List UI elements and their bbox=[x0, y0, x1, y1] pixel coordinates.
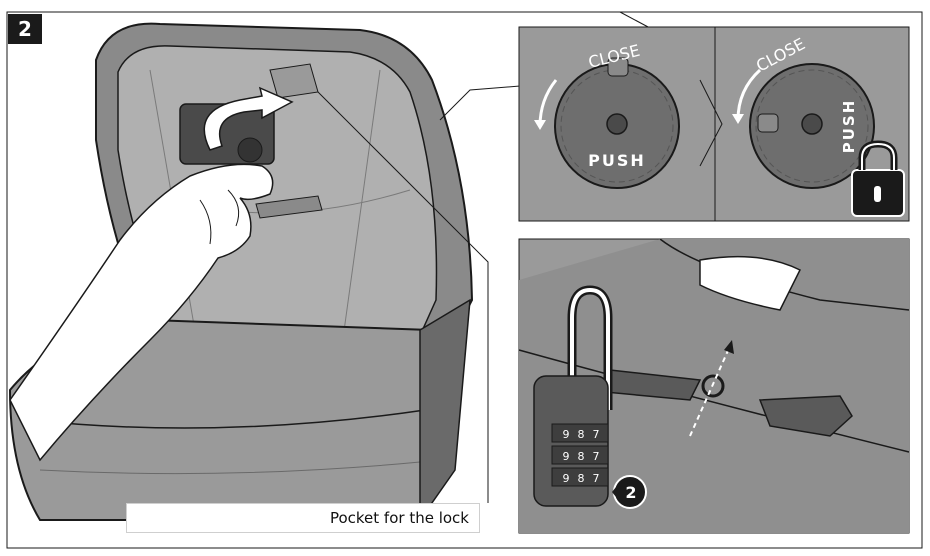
padlock-digit-1: 9 bbox=[563, 428, 570, 441]
dial-right-push-label: PUSH bbox=[840, 99, 858, 154]
padlock-icon bbox=[851, 140, 905, 217]
dial-panel: CLOSE PUSH CLOSE PUSH bbox=[518, 26, 910, 222]
padlock-digit-9: 7 bbox=[593, 472, 600, 485]
step-number-badge: 2 bbox=[8, 14, 42, 44]
dial-right-screw bbox=[801, 113, 823, 135]
padlock-digit-6: 7 bbox=[593, 450, 600, 463]
padlock-digit-2: 8 bbox=[578, 428, 585, 441]
padlock-digit-5: 8 bbox=[578, 450, 585, 463]
lock-step-badge-number: 2 bbox=[625, 483, 636, 502]
dial-left-push-label: PUSH bbox=[588, 151, 646, 170]
dial-left-screw bbox=[606, 113, 628, 135]
padlock-digit-7: 9 bbox=[563, 472, 570, 485]
padlock-digit-3: 7 bbox=[593, 428, 600, 441]
padlock-digit-8: 8 bbox=[578, 472, 585, 485]
case-illustration bbox=[8, 11, 651, 523]
padlock-digit-4: 9 bbox=[563, 450, 570, 463]
pocket-caption: Pocket for the lock bbox=[126, 503, 480, 533]
combination-lock-panel: 2 9 8 7 9 8 7 9 8 7 bbox=[518, 238, 910, 534]
